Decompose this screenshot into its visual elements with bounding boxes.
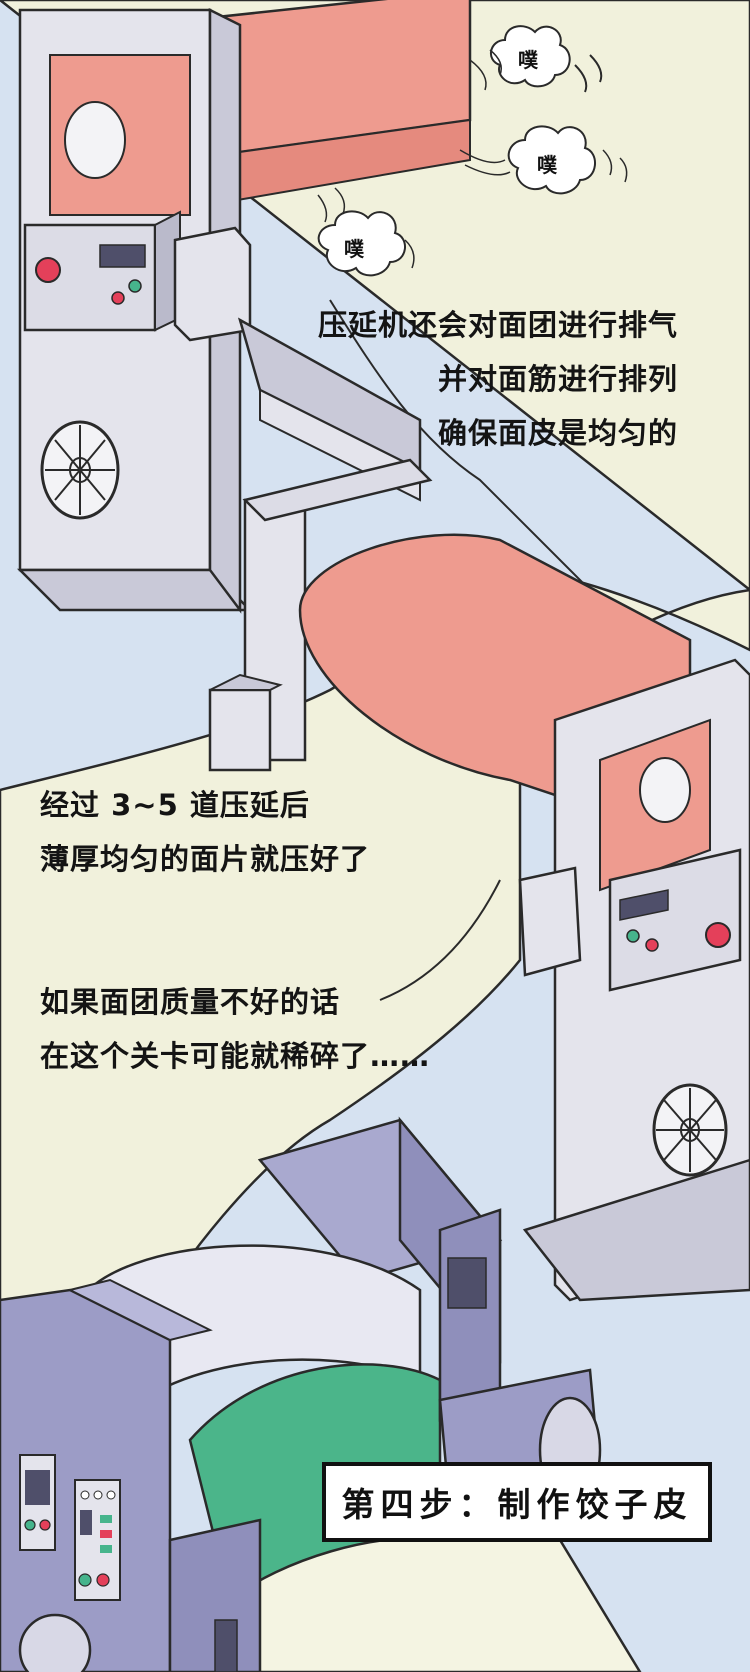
- caption-warning: 如果面团质量不好的话 在这个关卡可能就稀碎了……: [40, 975, 430, 1083]
- puff-cloud-3: 噗: [317, 187, 415, 277]
- caption-line: 如果面团质量不好的话: [40, 985, 341, 1019]
- caption-line: 在这个关卡可能就稀碎了……: [40, 1039, 431, 1073]
- red-button-2: [705, 922, 731, 948]
- dough-edge-line-2: [379, 879, 501, 1001]
- step-title: 第四步：制作饺子皮: [341, 1485, 693, 1524]
- cutting-machine-bottom: [0, 1116, 602, 1672]
- roller-machine-top: [16, 0, 472, 614]
- caption-line: 压延机还会对面团进行排气: [317, 308, 678, 342]
- roller-machine-middle: [208, 458, 750, 1302]
- red-button: [35, 257, 61, 283]
- puff-text-1: 噗: [518, 48, 539, 72]
- caption-line: 经过 3~5 道压延后: [40, 788, 310, 822]
- caption-line: 薄厚均匀的面片就压好了: [40, 842, 371, 876]
- step-title-box: 第四步：制作饺子皮: [322, 1462, 712, 1542]
- caption-line: 确保面皮是均匀的: [437, 416, 678, 450]
- puff-text-3: 噗: [344, 237, 365, 261]
- dough-edge-line: [329, 299, 601, 601]
- caption-passes: 经过 3~5 道压延后 薄厚均匀的面片就压好了: [40, 778, 370, 886]
- puff-text-2: 噗: [537, 153, 558, 177]
- puff-cloud-2: 噗: [459, 125, 628, 195]
- puff-cloud-1: 噗: [469, 25, 603, 93]
- caption-line: 并对面筋进行排列: [437, 362, 678, 396]
- caption-exhaust: 压延机还会对面团进行排气 并对面筋进行排列 确保面皮是均匀的: [318, 298, 678, 460]
